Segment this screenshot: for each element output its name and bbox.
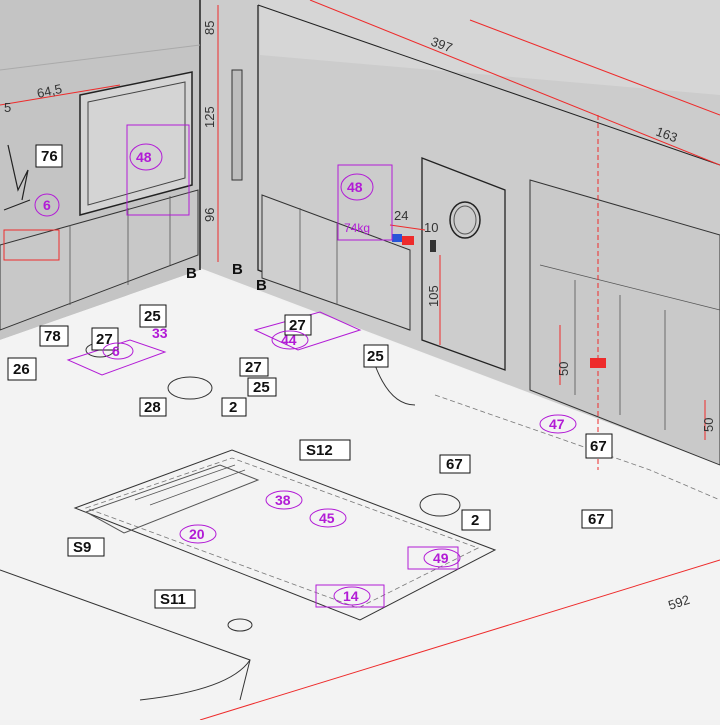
label-38: 38	[275, 492, 291, 508]
label-48-left: 48	[136, 149, 152, 165]
label-14: 14	[343, 588, 359, 604]
dim-85: 85	[202, 21, 217, 35]
left-wall-fixture	[3, 144, 31, 211]
label-20: 20	[189, 526, 205, 542]
floor-door-swing	[0, 364, 720, 701]
door	[421, 157, 506, 371]
dim-125: 125	[202, 106, 217, 128]
left-wall-ceiling-line	[0, 44, 201, 71]
dim-592: 592	[666, 592, 691, 613]
label-25-lower: 25	[253, 379, 270, 396]
label-76: 76	[41, 148, 58, 165]
socket-red-small	[402, 236, 414, 245]
dim-105: 105	[426, 285, 441, 307]
label-67-a: 67	[590, 438, 607, 455]
label-45: 45	[319, 510, 335, 526]
label-25-door: 25	[367, 348, 384, 365]
radiator	[231, 69, 243, 181]
label-48-right: 48	[347, 179, 363, 195]
label-s9: S9	[73, 539, 91, 556]
label-67-b: 67	[446, 456, 463, 473]
label-s12: S12	[306, 442, 333, 459]
label-49: 49	[433, 550, 449, 566]
dim-397: 397	[429, 34, 455, 56]
label-28: 28	[144, 399, 161, 416]
dim-10: 10	[424, 220, 438, 235]
label-2-left: 2	[229, 399, 237, 416]
label-67-c: 67	[588, 511, 605, 528]
kitchen-island	[73, 449, 497, 621]
label-27-left: 27	[96, 331, 113, 348]
right-labels: 67 67 67 47 2	[439, 414, 613, 531]
dim-50a: 50	[556, 362, 571, 376]
dim-96: 96	[202, 208, 217, 222]
label-27-center: 27	[289, 317, 306, 334]
dim-163: 163	[654, 124, 680, 146]
label-2-right: 2	[471, 512, 479, 529]
label-s11: S11	[160, 591, 186, 608]
kitchen-labels: S12 S9 S11 38 45 20 49 14	[67, 439, 461, 609]
dim-24: 24	[394, 208, 408, 223]
label-25-left: 25	[144, 308, 161, 325]
label-47: 47	[549, 416, 565, 432]
purple-wall-boxes	[126, 124, 393, 241]
center-labels: 27 44 27 25 25 B B B	[186, 261, 389, 397]
label-b-1: B	[186, 265, 197, 282]
wall-labels: 48 48 6	[34, 143, 374, 217]
back-cabinets-left	[261, 194, 411, 331]
weight-label: 74kg	[344, 221, 370, 235]
label-26: 26	[13, 361, 30, 378]
label-44: 44	[281, 332, 297, 348]
label-b-3: B	[256, 277, 267, 294]
left-labels: 76 27 25 33 26 78 6 28 2	[7, 144, 247, 417]
floor-circles	[85, 342, 461, 632]
dim-64-5: 64,5	[36, 81, 64, 101]
label-6-floor: 6	[112, 343, 120, 359]
label-27-lower: 27	[245, 359, 262, 376]
label-6-wall: 6	[43, 197, 51, 213]
label-33: 33	[152, 325, 168, 341]
label-78: 78	[44, 328, 61, 345]
socket-blue	[392, 234, 402, 242]
dim-5: 5	[4, 100, 11, 115]
left-window	[79, 71, 193, 216]
back-cabinets-right	[529, 179, 720, 466]
left-wall-outline	[3, 229, 60, 261]
label-b-2: B	[232, 261, 243, 278]
dim-50b: 50	[701, 418, 716, 432]
left-cabinets	[0, 189, 199, 331]
